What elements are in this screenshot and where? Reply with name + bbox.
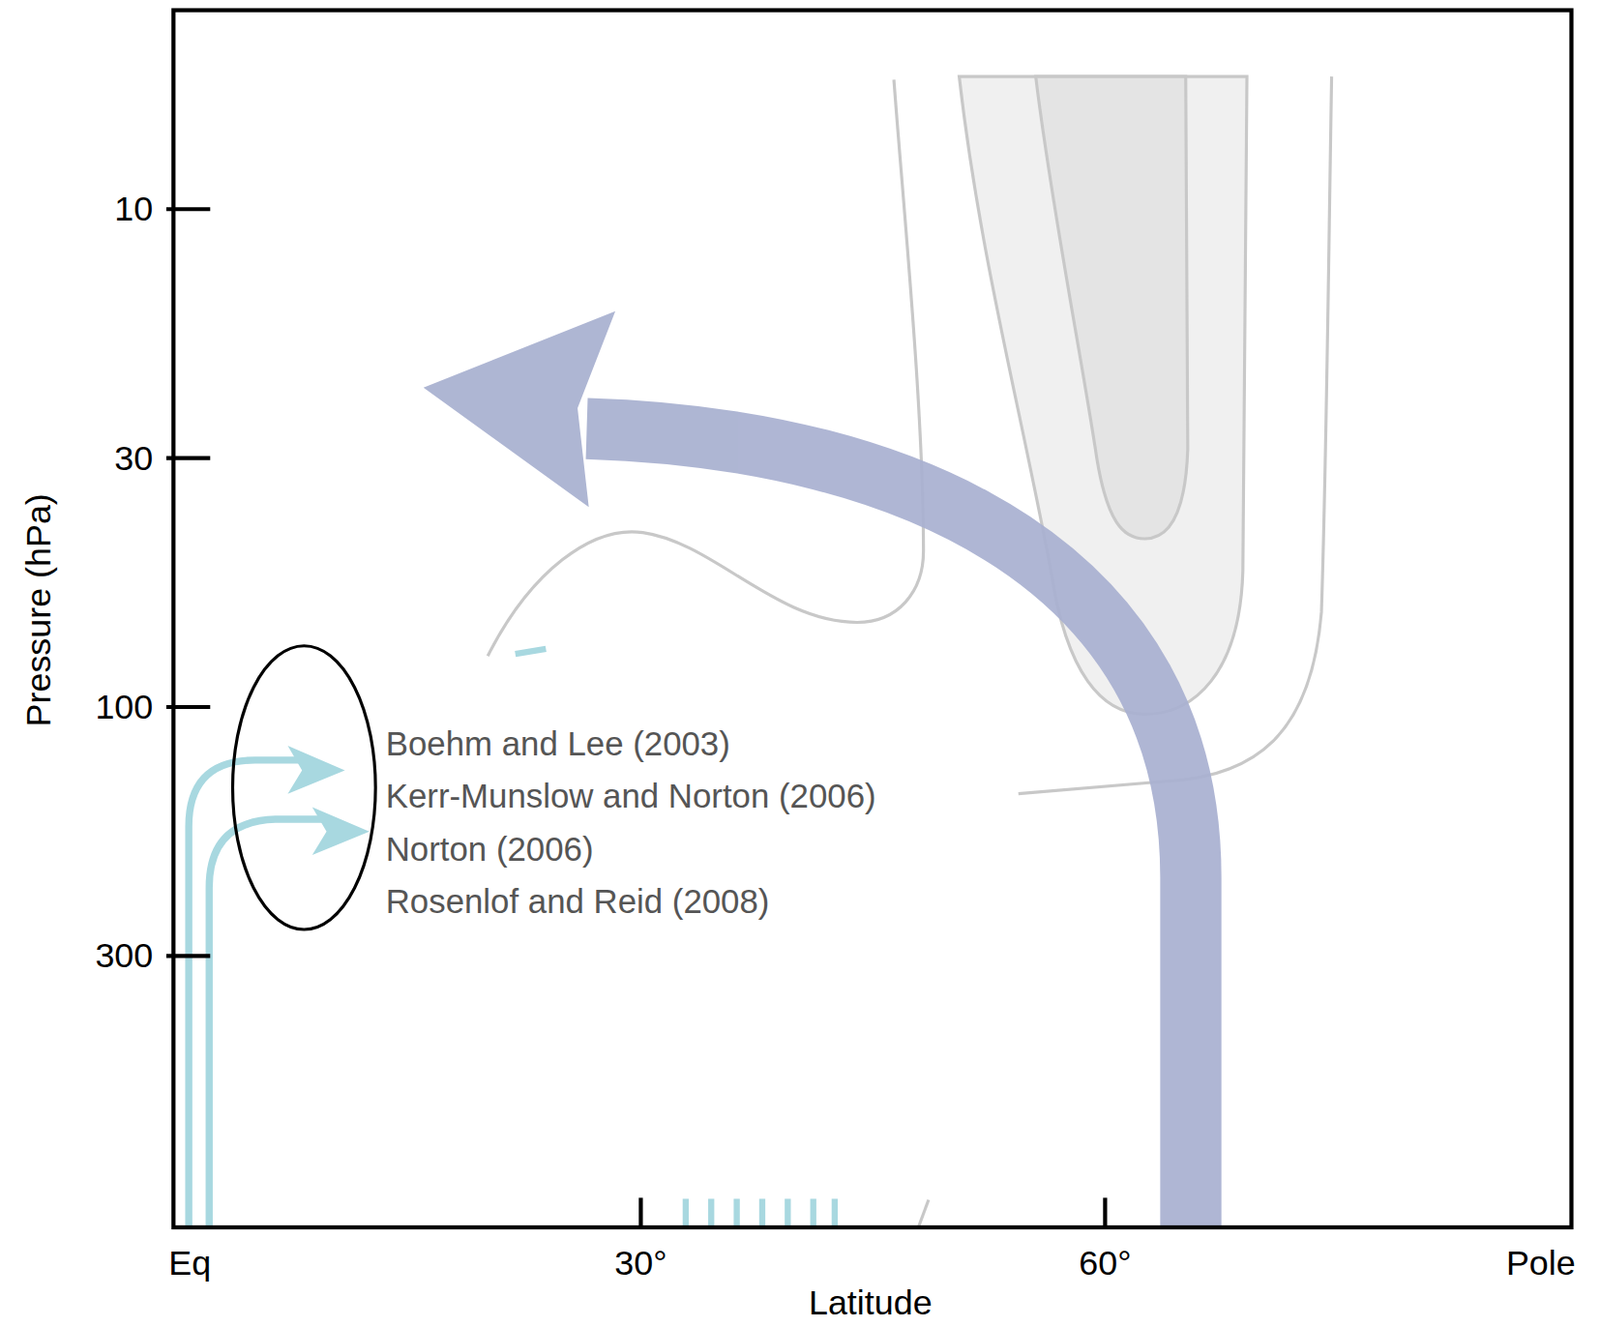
jet-marks	[685, 1198, 835, 1228]
citation: Norton (2006)	[383, 831, 597, 869]
jet-mark	[515, 649, 547, 654]
upwelling-arrow	[188, 760, 329, 1228]
tick-label: 10	[114, 190, 153, 229]
plot-frame	[173, 10, 1571, 1228]
tick-label: Eq	[168, 1244, 211, 1282]
axis-title: Pressure (hPa)	[19, 493, 58, 727]
circulation-arrow	[423, 311, 1191, 1228]
tick-label: 30°	[614, 1244, 667, 1282]
citation: Rosenlof and Reid (2008)	[383, 883, 773, 920]
contour-shade-inner	[1036, 76, 1188, 539]
citation: Boehm and Lee (2003)	[383, 726, 734, 764]
citation: Kerr-Munslow and Norton (2006)	[383, 778, 880, 816]
contour-line	[918, 1200, 929, 1228]
tick-label: 60°	[1078, 1244, 1131, 1282]
arrow-head	[287, 745, 345, 795]
tick-label: Pole	[1506, 1244, 1576, 1282]
arrow-head	[312, 806, 370, 856]
axis-ticks	[166, 208, 1105, 1228]
tick-label: 30	[114, 439, 153, 477]
axis-title: Latitude	[808, 1283, 933, 1322]
tick-label: 100	[94, 687, 153, 726]
highlight-ellipse	[233, 646, 377, 930]
tick-label: 300	[94, 937, 153, 976]
